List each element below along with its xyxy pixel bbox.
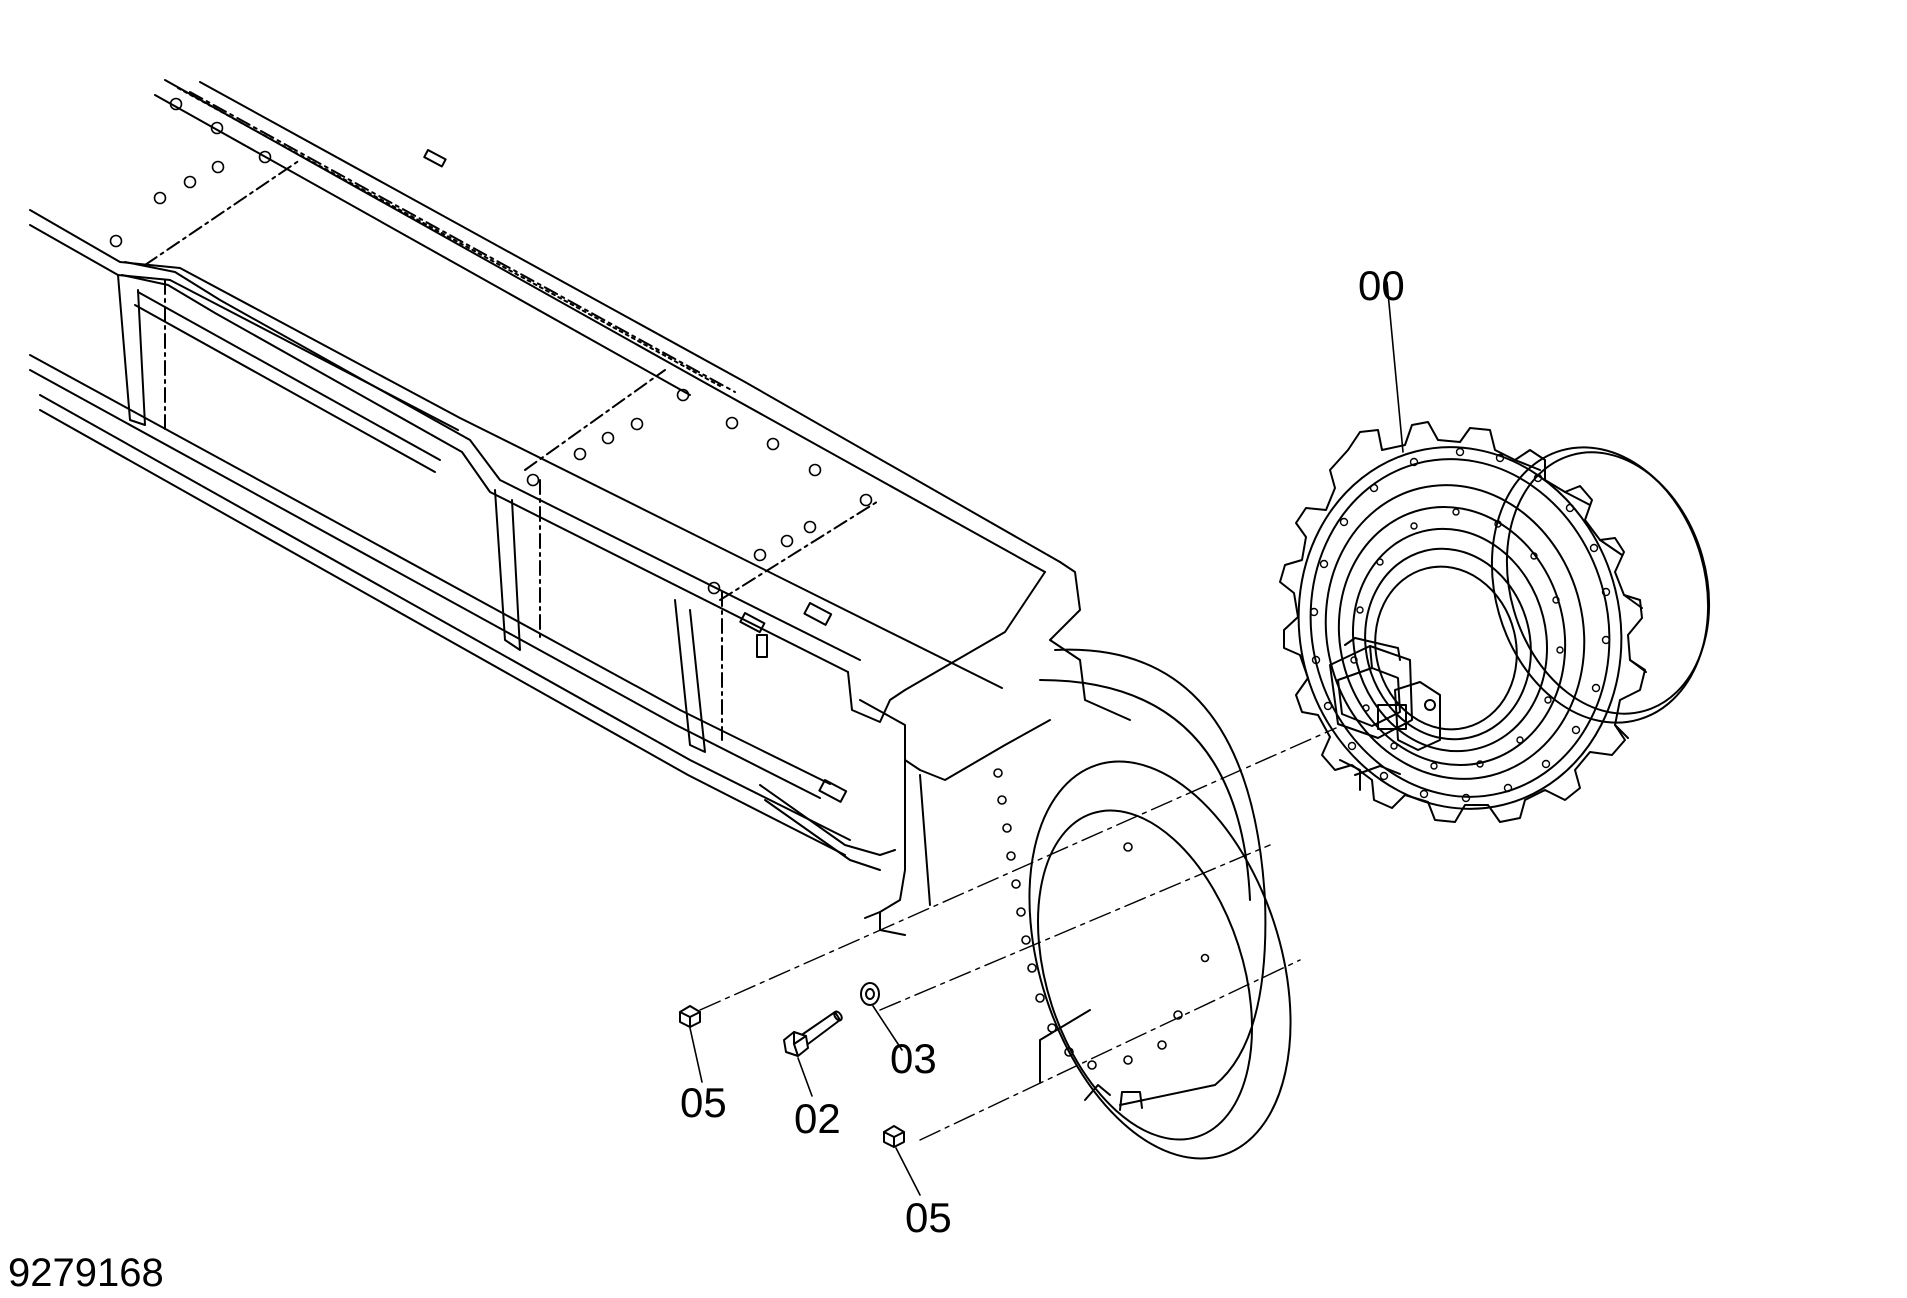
callout-plug-left: 05 bbox=[680, 1079, 727, 1126]
housing-bolt-holes bbox=[993, 768, 1210, 1070]
frame-bolt-holes bbox=[109, 97, 873, 595]
washer-part bbox=[860, 982, 880, 1006]
drawing-number: 9279168 bbox=[8, 1251, 164, 1295]
bolt-part bbox=[783, 1010, 843, 1057]
drive-housing bbox=[1028, 648, 1292, 1160]
plug-left-part bbox=[679, 1005, 701, 1028]
callout-leaders bbox=[689, 281, 1404, 1196]
plug-right-part bbox=[883, 1125, 905, 1148]
callout-washer: 03 bbox=[890, 1035, 937, 1082]
final-drive-sprocket bbox=[1279, 421, 1711, 823]
track-frame bbox=[29, 79, 1131, 936]
assembly-center-lines bbox=[699, 727, 1337, 1141]
callout-bolt: 02 bbox=[794, 1095, 841, 1142]
callout-plug-right: 05 bbox=[905, 1194, 952, 1241]
callout-final-drive: 00 bbox=[1358, 262, 1405, 309]
